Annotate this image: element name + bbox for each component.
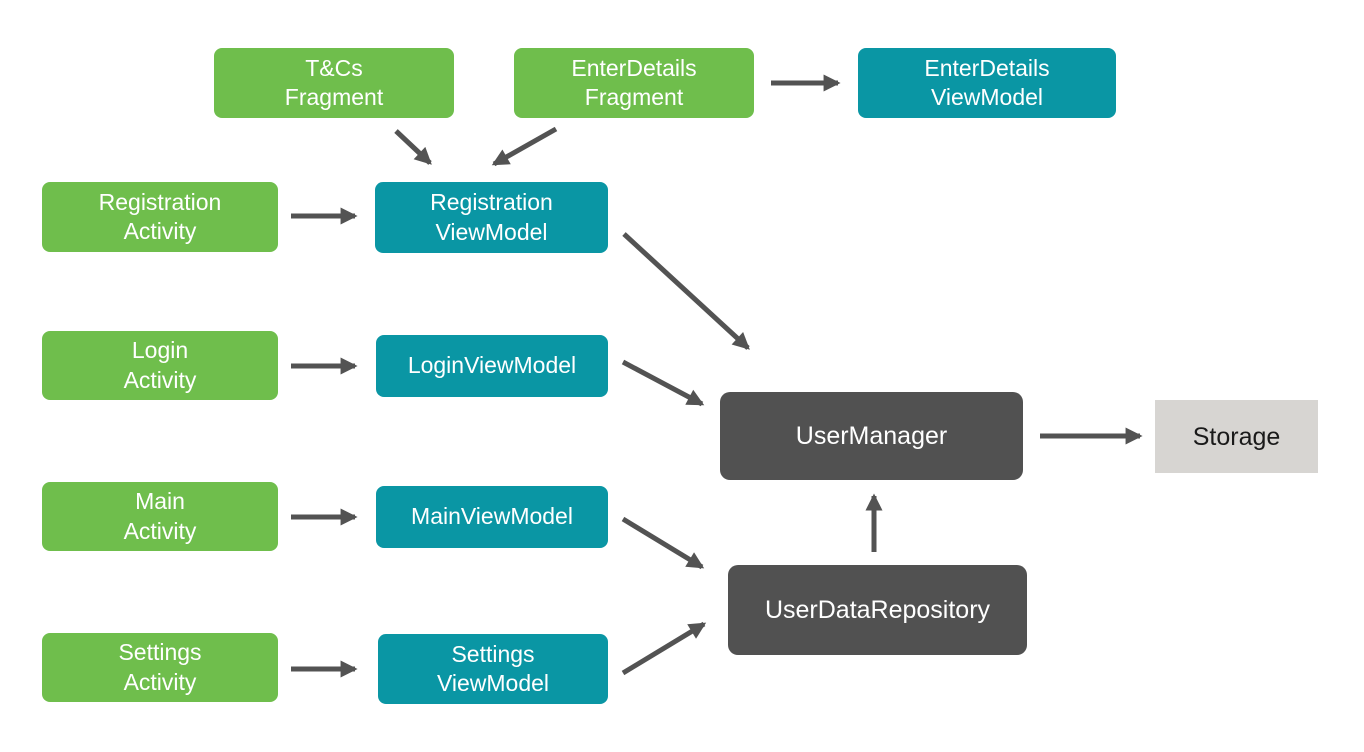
arrow-login-viewmodel-to-user-manager: [621, 359, 705, 407]
node-main-activity: Main Activity: [42, 482, 278, 551]
node-registration-viewmodel: Registration ViewModel: [375, 182, 608, 253]
node-user-data-repository-label: UserDataRepository: [764, 596, 991, 624]
node-settings-activity: Settings Activity: [42, 633, 278, 702]
node-login-activity: Login Activity: [42, 331, 278, 400]
node-tcs-fragment: T&Cs Fragment: [214, 48, 454, 118]
node-login-activity-label: Login Activity: [123, 337, 197, 393]
node-main-activity-label: Main Activity: [123, 488, 197, 544]
node-settings-viewmodel-label: Settings ViewModel: [436, 640, 550, 696]
node-enterdetails-fragment-label: EnterDetails Fragment: [571, 54, 697, 110]
node-login-viewmodel-label: LoginViewModel: [407, 352, 577, 379]
node-registration-viewmodel-label: Registration ViewModel: [430, 189, 553, 245]
node-registration-activity: Registration Activity: [42, 182, 278, 252]
node-main-viewmodel: MainViewModel: [376, 486, 608, 548]
arrow-registration-viewmodel-to-user-manager: [622, 232, 750, 350]
node-registration-activity-label: Registration Activity: [98, 188, 222, 244]
node-storage-label: Storage: [1192, 422, 1281, 451]
node-login-viewmodel: LoginViewModel: [376, 335, 608, 397]
node-storage: Storage: [1155, 400, 1318, 473]
node-main-viewmodel-label: MainViewModel: [411, 503, 573, 530]
node-enterdetails-viewmodel: EnterDetails ViewModel: [858, 48, 1116, 118]
node-user-manager: UserManager: [720, 392, 1023, 480]
node-settings-activity-label: Settings Activity: [118, 639, 202, 695]
node-enterdetails-fragment: EnterDetails Fragment: [514, 48, 754, 118]
node-user-manager-label: UserManager: [795, 422, 948, 450]
node-enterdetails-viewmodel-label: EnterDetails ViewModel: [924, 54, 1050, 110]
arrow-tcs-fragment-to-registration-viewmodel: [394, 129, 432, 165]
arrow-settings-viewmodel-to-user-data-repository: [621, 621, 707, 676]
node-settings-viewmodel: Settings ViewModel: [378, 634, 608, 704]
arrow-main-viewmodel-to-user-data-repository: [621, 516, 705, 570]
arrow-enterdetails-fragment-to-registration-viewmodel: [491, 126, 558, 167]
node-tcs-fragment-label: T&Cs Fragment: [284, 54, 384, 110]
node-user-data-repository: UserDataRepository: [728, 565, 1027, 655]
